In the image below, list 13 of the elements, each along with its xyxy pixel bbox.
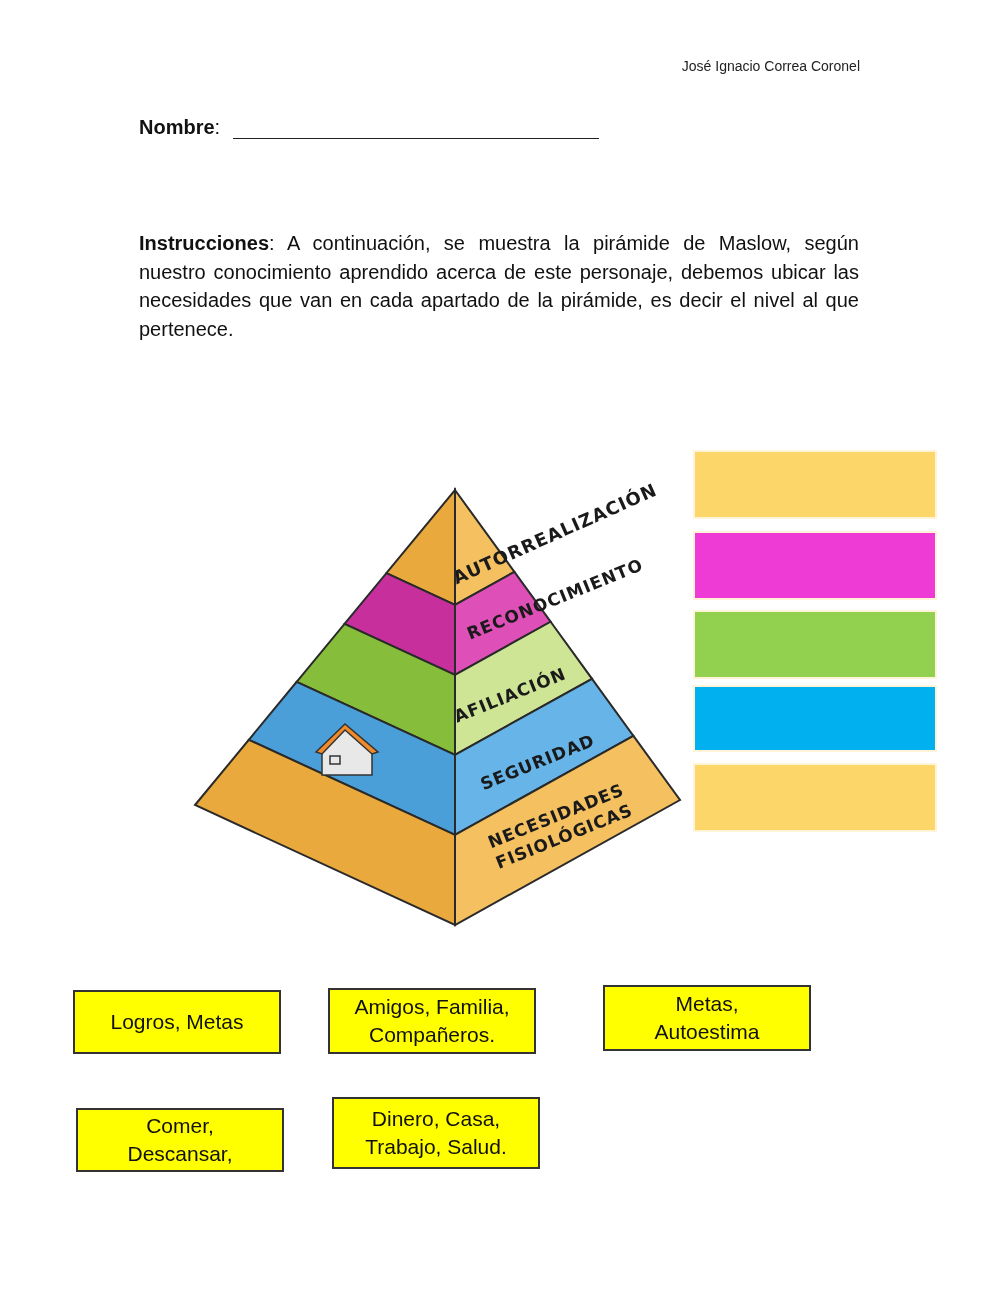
- answer-box: [693, 763, 937, 832]
- answer-box: [693, 450, 937, 519]
- answer-card: Metas, Autoestima: [603, 985, 811, 1051]
- answer-box: [693, 531, 937, 600]
- answer-card: Dinero, Casa, Trabajo, Salud.: [332, 1097, 540, 1169]
- answer-card: Logros, Metas: [73, 990, 281, 1054]
- answer-card: Amigos, Familia, Compañeros.: [328, 988, 536, 1054]
- answer-box: [693, 685, 937, 752]
- name-label: Nombre:: [139, 116, 221, 139]
- author-name: José Ignacio Correa Coronel: [680, 58, 860, 74]
- answer-box: [693, 610, 937, 679]
- answer-card: Comer, Descansar,: [76, 1108, 284, 1172]
- instructions-text: Instrucciones: A continuación, se muestra la pirámide de Maslow, según nuestro conocimiento aprendido acerca de este personaje, debemos ubicar las necesidades que van en cada apartado de la pirámide, es decir el nivel al que pertenece.: [139, 231, 859, 342]
